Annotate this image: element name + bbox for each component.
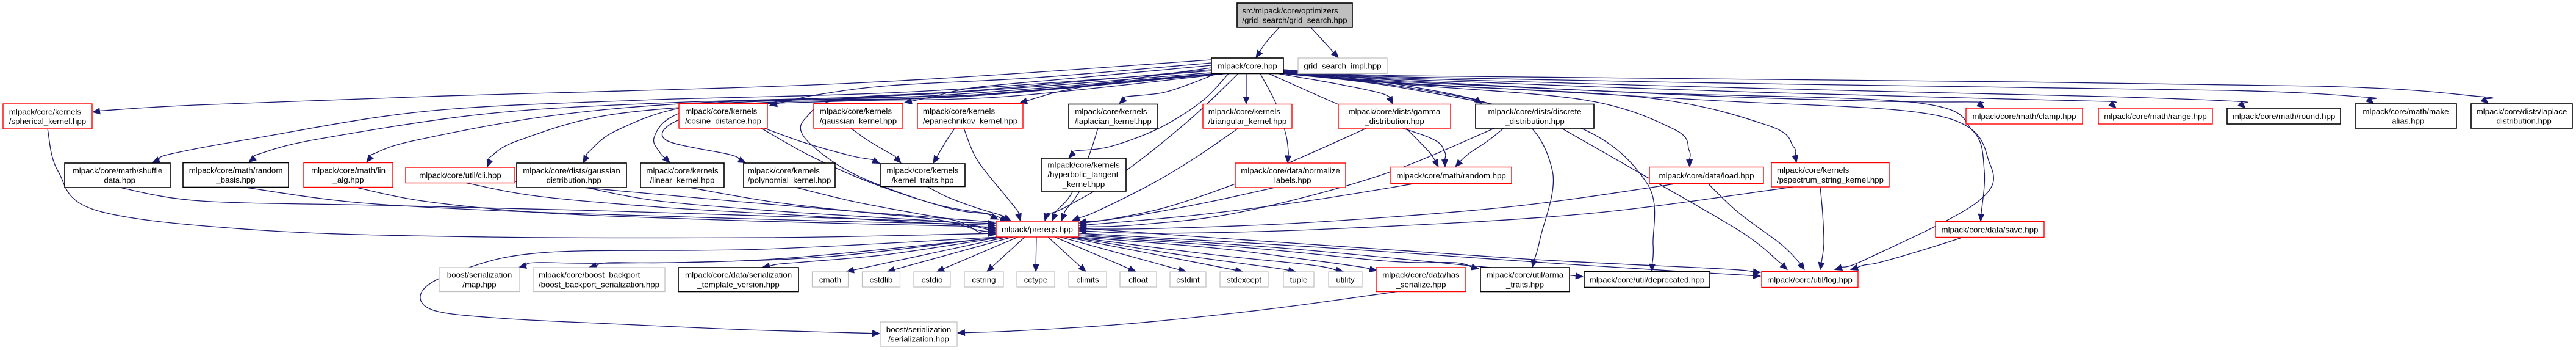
svg-text:_kernel.hpp: _kernel.hpp: [1062, 180, 1105, 189]
svg-text:/laplacian_kernel.hpp: /laplacian_kernel.hpp: [1075, 117, 1152, 126]
svg-text:mlpack/core/math/range.hpp: mlpack/core/math/range.hpp: [2104, 112, 2207, 121]
svg-text:mlpack/core/math/lin: mlpack/core/math/lin: [311, 166, 386, 175]
svg-text:mlpack/core/kernels: mlpack/core/kernels: [1777, 166, 1849, 175]
svg-text:cstring: cstring: [972, 275, 996, 284]
svg-text:mlpack/core/math/random.hpp: mlpack/core/math/random.hpp: [1396, 171, 1506, 180]
svg-text:mlpack/core/data/normalize: mlpack/core/data/normalize: [1241, 166, 1340, 175]
svg-text:mlpack/core/dists/gamma: mlpack/core/dists/gamma: [1349, 107, 1441, 116]
svg-text:cmath: cmath: [819, 275, 841, 284]
svg-text:_distribution.hpp: _distribution.hpp: [2491, 117, 2552, 126]
svg-text:_distribution.hpp: _distribution.hpp: [1364, 117, 1424, 126]
svg-text:/map.hpp: /map.hpp: [462, 280, 496, 289]
svg-text:mlpack/core/kernels: mlpack/core/kernels: [646, 166, 719, 175]
svg-text:mlpack/core/util/cli.hpp: mlpack/core/util/cli.hpp: [419, 171, 501, 180]
svg-text:utility: utility: [1336, 275, 1355, 284]
svg-text:_labels.hpp: _labels.hpp: [1269, 176, 1311, 185]
svg-text:_data.hpp: _data.hpp: [99, 176, 135, 185]
svg-text:mlpack/core/math/shuffle: mlpack/core/math/shuffle: [73, 166, 163, 175]
svg-text:mlpack/core/kernels: mlpack/core/kernels: [820, 107, 892, 116]
svg-text:/polynomial_kernel.hpp: /polynomial_kernel.hpp: [748, 176, 831, 185]
svg-text:/triangular_kernel.hpp: /triangular_kernel.hpp: [1208, 117, 1287, 126]
svg-text:mlpack/core/dists/gaussian: mlpack/core/dists/gaussian: [523, 166, 620, 175]
svg-text:mlpack/core/math/random: mlpack/core/math/random: [189, 166, 283, 175]
svg-text:cfloat: cfloat: [1128, 275, 1148, 284]
svg-text:/cosine_distance.hpp: /cosine_distance.hpp: [685, 116, 761, 125]
svg-text:mlpack/core/util/arma: mlpack/core/util/arma: [1487, 271, 1564, 280]
svg-text:mlpack/core/util/deprecated.hp: mlpack/core/util/deprecated.hpp: [1590, 275, 1704, 284]
svg-text:boost/serialization: boost/serialization: [447, 271, 512, 280]
svg-text:mlpack/core/util/log.hpp: mlpack/core/util/log.hpp: [1767, 275, 1853, 284]
svg-text:/linear_kernel.hpp: /linear_kernel.hpp: [650, 176, 715, 185]
svg-text:cstdlib: cstdlib: [870, 275, 893, 284]
svg-text:mlpack/core/kernels: mlpack/core/kernels: [685, 107, 758, 116]
svg-text:mlpack/core/kernels: mlpack/core/kernels: [1047, 160, 1120, 169]
svg-text:mlpack/core/data/serialization: mlpack/core/data/serialization: [685, 271, 792, 280]
svg-text:mlpack/core/kernels: mlpack/core/kernels: [923, 107, 996, 116]
svg-text:/hyperbolic_tangent: /hyperbolic_tangent: [1047, 170, 1118, 179]
svg-text:_template_version.hpp: _template_version.hpp: [697, 280, 780, 289]
svg-text:boost/serialization: boost/serialization: [886, 325, 951, 334]
svg-text:cctype: cctype: [1024, 275, 1047, 284]
svg-text:mlpack/core/dists/discrete: mlpack/core/dists/discrete: [1488, 107, 1582, 116]
svg-text:/epanechnikov_kernel.hpp: /epanechnikov_kernel.hpp: [923, 116, 1017, 125]
svg-text:src/mlpack/core/optimizers: src/mlpack/core/optimizers: [1242, 6, 1338, 15]
svg-text:grid_search_impl.hpp: grid_search_impl.hpp: [1304, 62, 1381, 71]
svg-text:/grid_search/grid_search.hpp: /grid_search/grid_search.hpp: [1242, 16, 1347, 25]
svg-text:mlpack/core/kernels: mlpack/core/kernels: [1208, 107, 1281, 116]
svg-text:mlpack/core/kernels: mlpack/core/kernels: [886, 166, 959, 175]
svg-text:mlpack/core/data/save.hpp: mlpack/core/data/save.hpp: [1942, 225, 2039, 234]
svg-text:mlpack/core/kernels: mlpack/core/kernels: [1075, 107, 1147, 116]
svg-text:mlpack/prereqs.hpp: mlpack/prereqs.hpp: [1002, 225, 1073, 234]
svg-text:_traits.hpp: _traits.hpp: [1505, 280, 1544, 289]
svg-text:/pspectrum_string_kernel.hpp: /pspectrum_string_kernel.hpp: [1777, 175, 1884, 184]
svg-text:cstdio: cstdio: [922, 275, 943, 284]
svg-text:tuple: tuple: [1290, 275, 1308, 284]
svg-text:_distribution.hpp: _distribution.hpp: [541, 176, 601, 185]
svg-text:mlpack/core/kernels: mlpack/core/kernels: [748, 166, 820, 175]
svg-text:mlpack/core/dists/laplace: mlpack/core/dists/laplace: [2477, 107, 2567, 116]
svg-text:mlpack/core/math/make: mlpack/core/math/make: [2363, 107, 2449, 116]
svg-text:mlpack/core/math/clamp.hpp: mlpack/core/math/clamp.hpp: [1973, 112, 2076, 121]
svg-text:stdexcept: stdexcept: [1227, 275, 1261, 284]
svg-text:/boost_backport_serialization.: /boost_backport_serialization.hpp: [539, 280, 659, 289]
svg-text:/spherical_kernel.hpp: /spherical_kernel.hpp: [9, 117, 86, 126]
svg-text:mlpack/core/boost_backport: mlpack/core/boost_backport: [539, 271, 640, 280]
svg-text:_serialize.hpp: _serialize.hpp: [1395, 280, 1446, 289]
svg-text:mlpack/core/data/load.hpp: mlpack/core/data/load.hpp: [1659, 171, 1754, 180]
svg-text:climits: climits: [1077, 275, 1099, 284]
svg-text:_alias.hpp: _alias.hpp: [2387, 117, 2425, 126]
svg-text:/serialization.hpp: /serialization.hpp: [888, 335, 949, 344]
svg-text:_basis.hpp: _basis.hpp: [215, 175, 255, 184]
svg-text:_distribution.hpp: _distribution.hpp: [1504, 117, 1565, 126]
svg-text:mlpack/core/data/has: mlpack/core/data/has: [1382, 271, 1460, 280]
svg-text:mlpack/core.hpp: mlpack/core.hpp: [1218, 62, 1277, 71]
svg-text:/kernel_traits.hpp: /kernel_traits.hpp: [892, 175, 954, 184]
svg-text:mlpack/core/math/round.hpp: mlpack/core/math/round.hpp: [2233, 112, 2336, 121]
svg-text:mlpack/core/kernels: mlpack/core/kernels: [9, 107, 82, 116]
svg-text:/gaussian_kernel.hpp: /gaussian_kernel.hpp: [820, 116, 897, 125]
svg-text:cstdint: cstdint: [1176, 275, 1200, 284]
svg-text:_alg.hpp: _alg.hpp: [332, 175, 364, 184]
